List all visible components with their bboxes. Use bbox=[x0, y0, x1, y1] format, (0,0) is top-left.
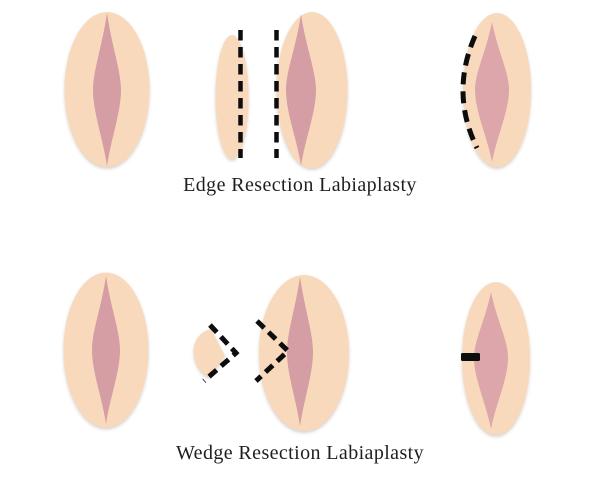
closed-suture-line-mark bbox=[461, 353, 480, 361]
wedge-incision-dashed-chevron bbox=[254, 319, 292, 383]
excised-wedge-piece-shape bbox=[193, 329, 225, 377]
wedge-resection-row bbox=[63, 272, 530, 435]
labia-minora-shape bbox=[92, 276, 120, 424]
vulva-normal-figure bbox=[63, 272, 149, 428]
labia-minora-shape bbox=[286, 14, 316, 166]
edge-incision-dashed-curve bbox=[460, 34, 480, 150]
wedge-resection-caption: Wedge Resection Labiaplasty bbox=[176, 442, 424, 464]
vulva-normal-figure bbox=[64, 12, 150, 167]
vulva-edge-result-figure bbox=[460, 13, 531, 167]
vulva-wedge-result-figure bbox=[461, 282, 530, 435]
edge-resection-caption: Edge Resection Labiaplasty bbox=[183, 174, 417, 196]
protruding-labium-shape bbox=[215, 35, 249, 159]
labia-minora-shape bbox=[474, 292, 508, 429]
labia-minora-shape bbox=[475, 22, 509, 162]
labia-minora-shape bbox=[287, 277, 313, 426]
labia-minora-shape bbox=[93, 13, 121, 166]
edge-resection-row bbox=[64, 12, 531, 168]
vulva-edge-incision-figure bbox=[215, 12, 348, 168]
vulva-wedge-incision-figure bbox=[193, 275, 349, 431]
wedge-piece-dashed-chevron bbox=[202, 323, 240, 383]
